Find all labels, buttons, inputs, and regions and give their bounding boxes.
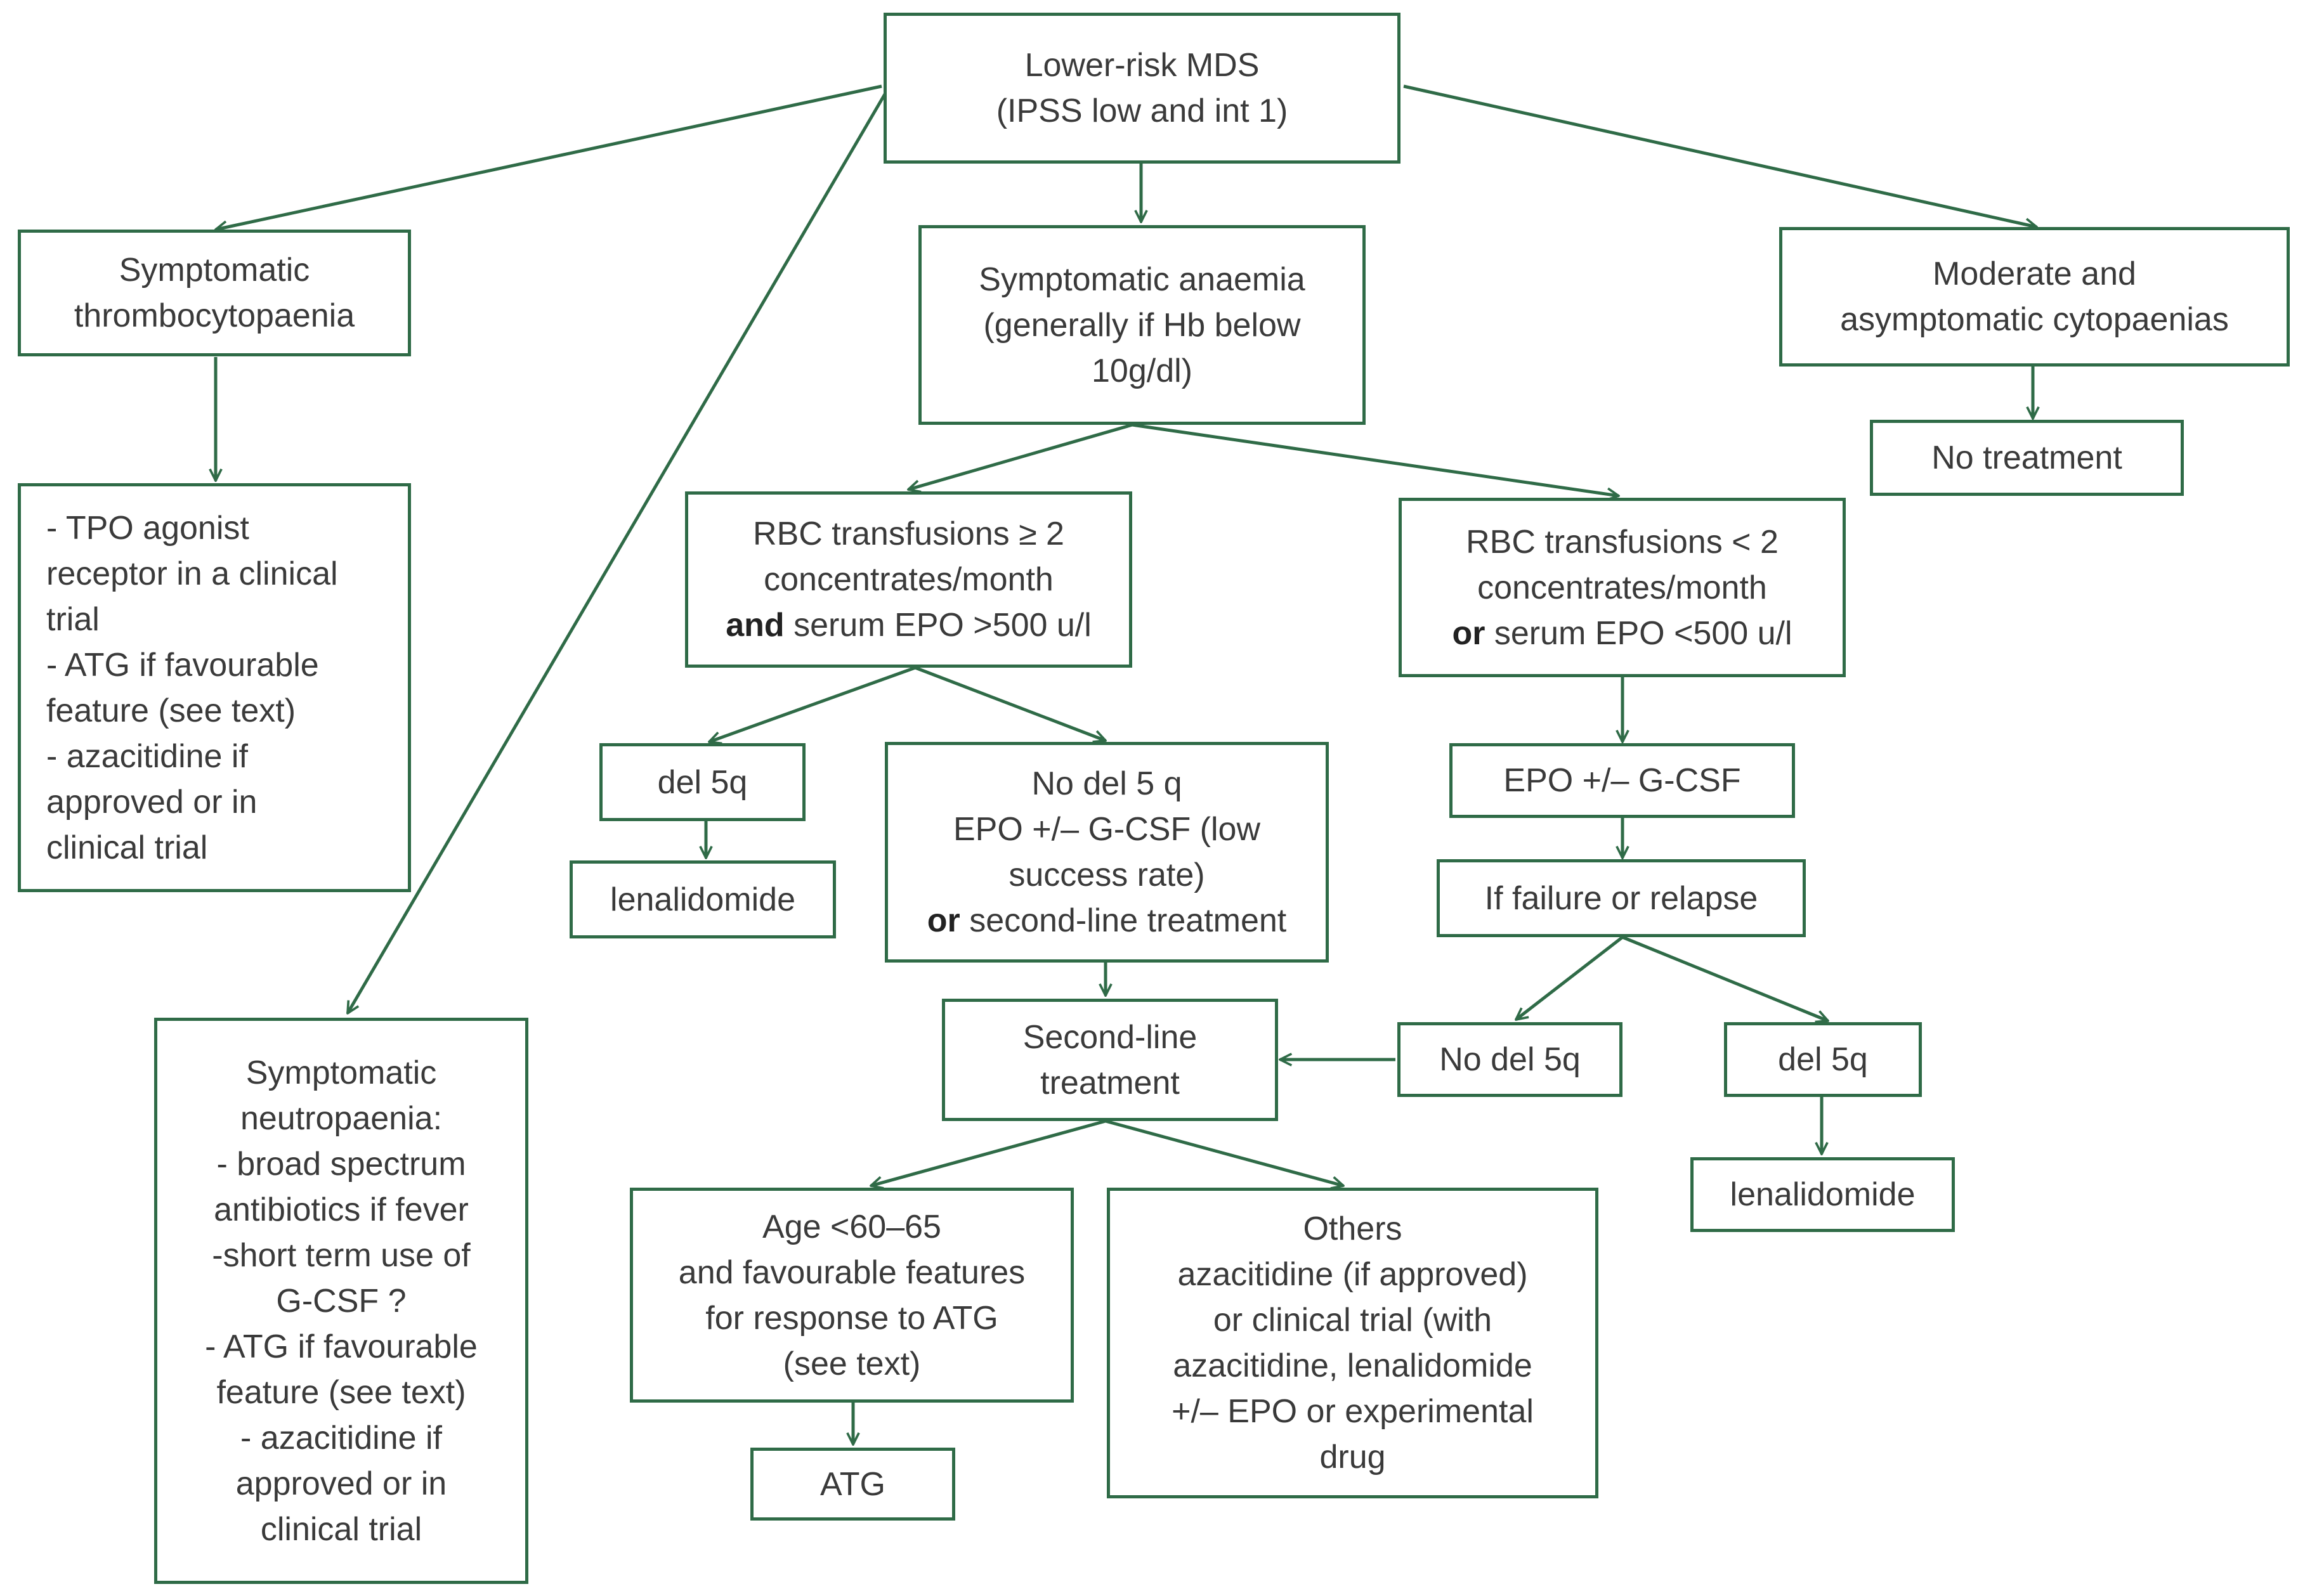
node-text-line: asymptomatic cytopaenias [1840,301,2229,338]
node-text-line: approved or in [46,783,258,821]
bold-keyword: or [927,902,960,939]
node-text-fragment: second-line treatment [960,902,1287,939]
bold-keyword: and [726,607,785,644]
node-text-fragment: serum EPO >500 u/l [784,607,1092,644]
node-text-line: concentrates/month [1477,569,1767,606]
node-text-line: - TPO agonist [46,509,249,547]
node-text-line: Lower-risk MDS [1024,47,1260,84]
arrow-anaemia-to-rbclow [1132,423,1619,496]
node-text-line: neutropaenia: [240,1100,443,1137]
node-text-line: G-CSF ? [276,1282,407,1320]
node-text-line: No treatment [1931,439,2122,476]
node-text-line: lenalidomide [1730,1176,1916,1213]
node-text-line: - broad spectrum [216,1145,466,1183]
node-text-line: success rate) [1009,857,1205,893]
node-text-line: clinical trial [46,829,208,866]
node-text-line: (generally if Hb below [983,306,1301,344]
node-text-line: 10g/dl) [1092,352,1192,389]
node-text-line: Symptomatic anaemia [979,261,1305,298]
node-symptomatic-neutropaenia: Symptomatic neutropaenia: - broad spectr… [154,1018,528,1584]
node-text-line: Others [1303,1210,1402,1247]
node-text-line: If failure or relapse [1484,879,1758,917]
node-del5q-left: del 5q [599,743,806,821]
node-text-line: or serum EPO <500 u/l [1452,611,1792,656]
node-symptomatic-thrombocytopaenia: Symptomatic thrombocytopaenia [18,230,411,356]
arrow-failure-to-del5q [1622,935,1828,1021]
node-age-favourable-features: Age <60–65 and favourable features for r… [630,1188,1074,1403]
arrow-failure-to-nodel5q [1516,936,1624,1020]
node-text-line: or second-line treatment [927,898,1287,944]
node-text-line: Age <60–65 [762,1208,941,1245]
node-text-line: ATG [819,1465,886,1503]
node-lenalidomide-left: lenalidomide [570,860,836,938]
node-no-treatment: No treatment [1870,420,2184,496]
node-text-line: drug [1319,1439,1386,1476]
node-rbc-transfusions-low: RBC transfusions < 2 concentrates/month … [1399,498,1846,677]
node-text-line: and favourable features [678,1254,1026,1291]
node-text-fragment: serum EPO <500 u/l [1485,614,1792,652]
node-epo-gcsf: EPO +/– G-CSF [1449,743,1795,818]
node-text-line: clinical trial [260,1510,422,1548]
node-atg: ATG [750,1448,955,1521]
arrow-secondline-to-age [871,1119,1106,1186]
arrow-root-to-moderate [1403,84,2037,227]
node-text-line: +/– EPO or experimental [1172,1393,1534,1430]
node-text-line: azacitidine (if approved) [1177,1256,1528,1293]
node-text-line: - ATG if favourable [46,646,319,684]
arrow-anaemia-to-rbchigh [908,423,1133,490]
node-second-line-treatment: Second-line treatment [942,999,1278,1121]
node-thrombocytopaenia-treatment: - TPO agonist receptor in a clinical tri… [18,483,411,892]
node-text-line: approved or in [235,1465,447,1502]
node-text-line: Second-line [1022,1018,1198,1056]
node-text-line: - ATG if favourable [205,1328,478,1365]
node-symptomatic-anaemia: Symptomatic anaemia (generally if Hb bel… [918,225,1366,425]
node-text-line: del 5q [1778,1041,1868,1078]
node-text-line: No del 5 q [1031,765,1182,802]
node-text-line: Moderate and [1933,256,2136,292]
node-failure-or-relapse: If failure or relapse [1437,859,1806,937]
node-text-line: trial [46,600,100,638]
node-text-line: thrombocytopaenia [74,297,355,334]
node-text-line: - azacitidine if [240,1419,442,1457]
node-no-del5q-right: No del 5q [1397,1022,1622,1097]
node-text-line: Symptomatic [245,1054,437,1091]
node-text-line: RBC transfusions < 2 [1466,523,1779,561]
node-del5q-right: del 5q [1724,1022,1922,1097]
node-text-line: (IPSS low and int 1) [996,93,1288,129]
node-text-line: del 5q [657,763,748,801]
node-text-line: - azacitidine if [46,737,248,775]
node-text-line: feature (see text) [216,1373,466,1411]
node-text-line: for response to ATG [705,1299,998,1337]
arrow-secondline-to-others [1105,1119,1343,1186]
node-rbc-transfusions-high: RBC transfusions ≥ 2 concentrates/month … [685,491,1132,668]
bold-keyword: or [1452,614,1485,652]
node-text-line: No del 5q [1439,1041,1581,1078]
node-text-line: lenalidomide [610,881,795,918]
node-moderate-cytopaenias: Moderate and asymptomatic cytopaenias [1779,227,2290,367]
node-text-line: or clinical trial (with [1213,1302,1492,1339]
node-text-line: feature (see text) [46,692,296,729]
node-lower-risk-mds: Lower-risk MDS (IPSS low and int 1) [884,13,1400,164]
arrow-rbchigh-to-nodel5q [915,666,1106,741]
node-text-line: azacitidine, lenalidomide [1173,1347,1532,1384]
node-no-del5q-epo: No del 5 q EPO +/– G-CSF (low success ra… [885,742,1329,963]
arrow-rbchigh-to-del5q [709,666,916,742]
arrow-root-to-neutro [346,88,890,1013]
node-text-line: (see text) [783,1345,921,1382]
node-others: Others azacitidine (if approved) or clin… [1107,1188,1598,1498]
node-lenalidomide-right: lenalidomide [1690,1157,1955,1232]
node-text-line: EPO +/– G-CSF [1503,762,1741,799]
node-text-line: treatment [1040,1064,1180,1101]
node-text-line: receptor in a clinical [46,555,338,592]
node-text-line: EPO +/– G-CSF (low [953,811,1260,848]
node-text-line: -short term use of [212,1236,471,1274]
arrow-root-to-thrombo [216,84,882,230]
node-text-line: antibiotics if fever [214,1191,469,1228]
node-text-line: RBC transfusions ≥ 2 [753,516,1064,552]
node-text-line: concentrates/month [764,561,1054,598]
node-text-line: Symptomatic [119,252,310,289]
node-text-line: and serum EPO >500 u/l [726,602,1092,648]
